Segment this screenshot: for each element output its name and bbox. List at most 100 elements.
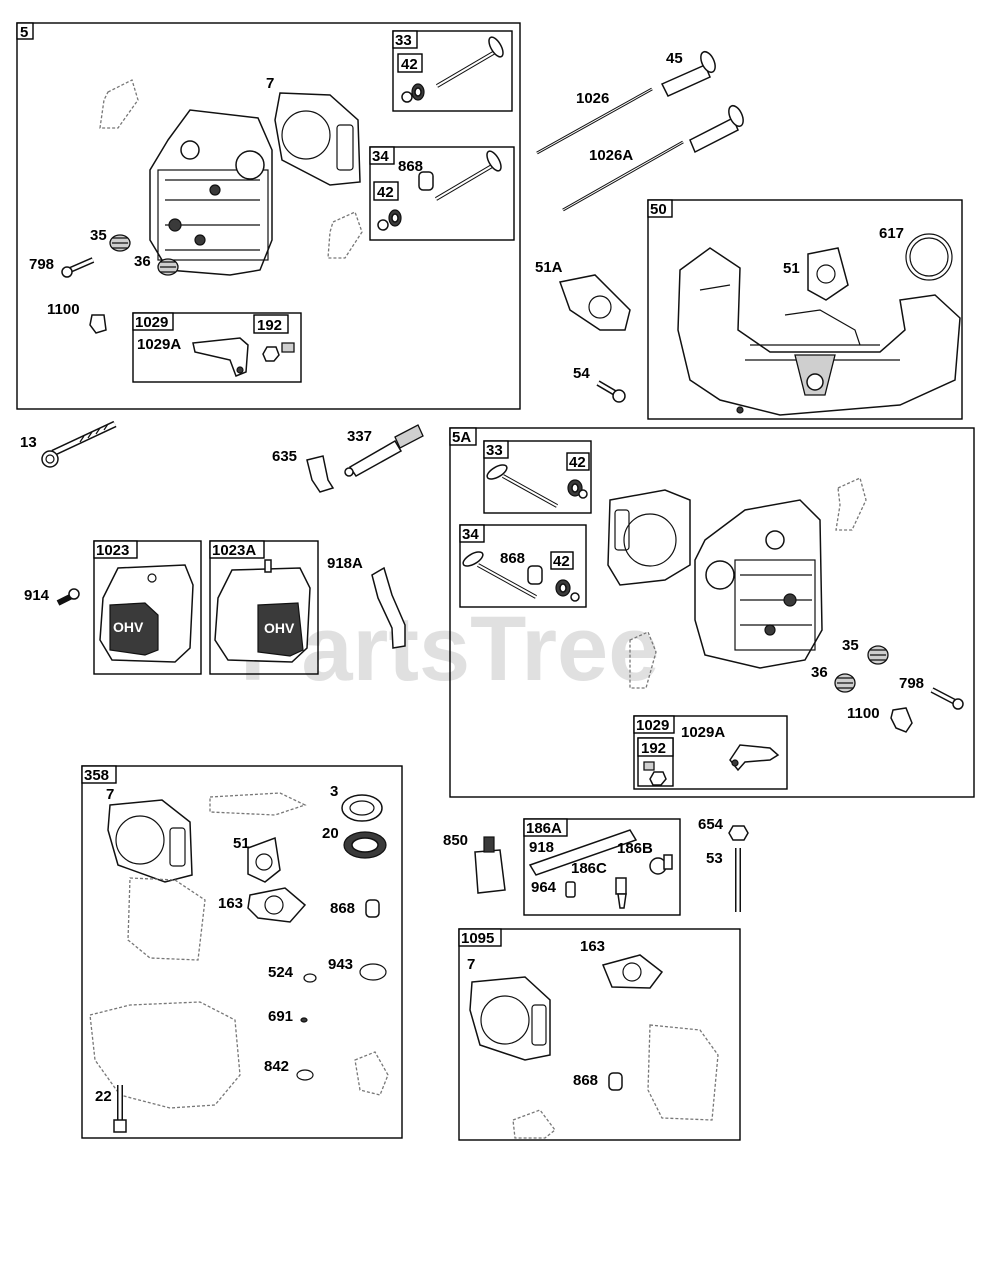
spark-plug: [344, 424, 424, 477]
valve-keeper: [555, 579, 580, 602]
sealant-tube: [474, 836, 506, 894]
intake-gasket: [247, 836, 281, 883]
group-1029-box: [633, 715, 788, 790]
label-20: 20: [322, 825, 339, 842]
group-5A-box: [449, 427, 975, 798]
intake-valve: [486, 464, 558, 508]
plug: [565, 881, 576, 898]
group-1029-tag: 1029: [135, 314, 168, 331]
cylinder-head-gasket: [607, 489, 691, 586]
rocker-stud: [930, 687, 964, 710]
group-33-tag: 33: [486, 442, 503, 459]
label-36: 36: [134, 253, 151, 270]
o-ring: [359, 963, 387, 981]
intake-gasket: [354, 1051, 389, 1096]
breather-tube: [371, 566, 406, 649]
elbow-fitting: [615, 877, 627, 909]
cylinder-head-gasket: [107, 799, 193, 883]
label-51: 51: [233, 835, 250, 852]
rocker-nut: [262, 346, 280, 362]
o-ring: [303, 973, 317, 983]
label-51: 51: [783, 260, 800, 277]
label-918A: 918A: [327, 555, 363, 572]
label-868: 868: [330, 900, 355, 917]
rocker-nut: [649, 771, 667, 786]
label-1026A: 1026A: [589, 147, 633, 164]
label-186C: 186C: [571, 860, 607, 877]
valve-spring: [109, 234, 131, 252]
tappet: [689, 104, 744, 154]
exhaust-gasket: [247, 887, 307, 923]
label-7: 7: [106, 786, 114, 803]
label-163: 163: [218, 895, 243, 912]
group-186A-tag: 186A: [526, 820, 562, 837]
label-798: 798: [899, 675, 924, 692]
group-5A-tag: 5A: [452, 429, 471, 446]
valve-cover-gasket: [647, 1024, 719, 1121]
valve-keeper: [377, 209, 402, 231]
valve-cover-gasket: [127, 877, 206, 961]
valve-cover: OHV: [214, 559, 311, 663]
label-163: 163: [580, 938, 605, 955]
group-358-box: [81, 765, 403, 1139]
exhaust-valve: [462, 551, 543, 599]
group-42-tag: 42: [569, 454, 586, 471]
label-45: 45: [666, 50, 683, 67]
intake-valve: [435, 36, 504, 88]
label-13: 13: [20, 434, 37, 451]
label-850: 850: [443, 832, 468, 849]
group-42-tag: 42: [553, 553, 570, 570]
group-33-tag: 33: [395, 32, 412, 49]
rocker-nut: [89, 314, 107, 334]
label-1029A: 1029A: [137, 336, 181, 353]
exhaust-valve: [418, 150, 502, 201]
ohv-logo: OHV: [264, 620, 295, 636]
cylinder-head-gasket: [469, 976, 551, 1061]
valve-cover: OHV: [99, 564, 194, 663]
label-868: 868: [573, 1072, 598, 1089]
group-34-tag: 34: [372, 148, 389, 165]
label-22: 22: [95, 1088, 112, 1105]
o-ring: [300, 1017, 308, 1023]
group-5-box: [16, 22, 521, 410]
cylinder-head-gasket: [274, 92, 361, 186]
label-337: 337: [347, 428, 372, 445]
boot: [306, 455, 335, 493]
group-5-tag: 5: [20, 24, 28, 41]
label-943: 943: [328, 956, 353, 973]
label-7: 7: [467, 956, 475, 973]
label-1100: 1100: [47, 301, 80, 318]
label-1029A: 1029A: [681, 724, 725, 741]
bolt: [113, 1085, 127, 1133]
label-1026: 1026: [576, 90, 609, 107]
rocker-cover-gasket: [209, 792, 307, 816]
label-3: 3: [330, 783, 338, 800]
group-42-tag: 42: [401, 56, 418, 73]
intake-gasket: [807, 247, 849, 301]
rocker-nut: [890, 707, 913, 733]
label-35: 35: [90, 227, 107, 244]
label-918: 918: [529, 839, 554, 856]
intake-manifold: [677, 247, 961, 416]
label-635: 635: [272, 448, 297, 465]
group-50-tag: 50: [650, 201, 667, 218]
adjusting-screw: [281, 342, 295, 353]
ohv-logo: OHV: [113, 619, 144, 635]
hose: [528, 829, 638, 876]
exhaust-gasket: [601, 954, 664, 989]
screw: [56, 588, 80, 606]
screw: [596, 380, 626, 403]
group-34-box: [369, 146, 515, 241]
group-192-tag: 192: [641, 740, 666, 757]
intake-gasket: [629, 631, 657, 689]
label-964: 964: [531, 879, 557, 896]
oil-seal: [343, 831, 387, 859]
valve-keeper: [401, 83, 425, 103]
valve-keeper: [567, 479, 588, 499]
group-1023-tag: 1023: [96, 542, 129, 559]
rocker-stud: [61, 257, 95, 278]
group-34-box: [459, 524, 587, 608]
label-53: 53: [706, 850, 723, 867]
label-617: 617: [879, 225, 904, 242]
